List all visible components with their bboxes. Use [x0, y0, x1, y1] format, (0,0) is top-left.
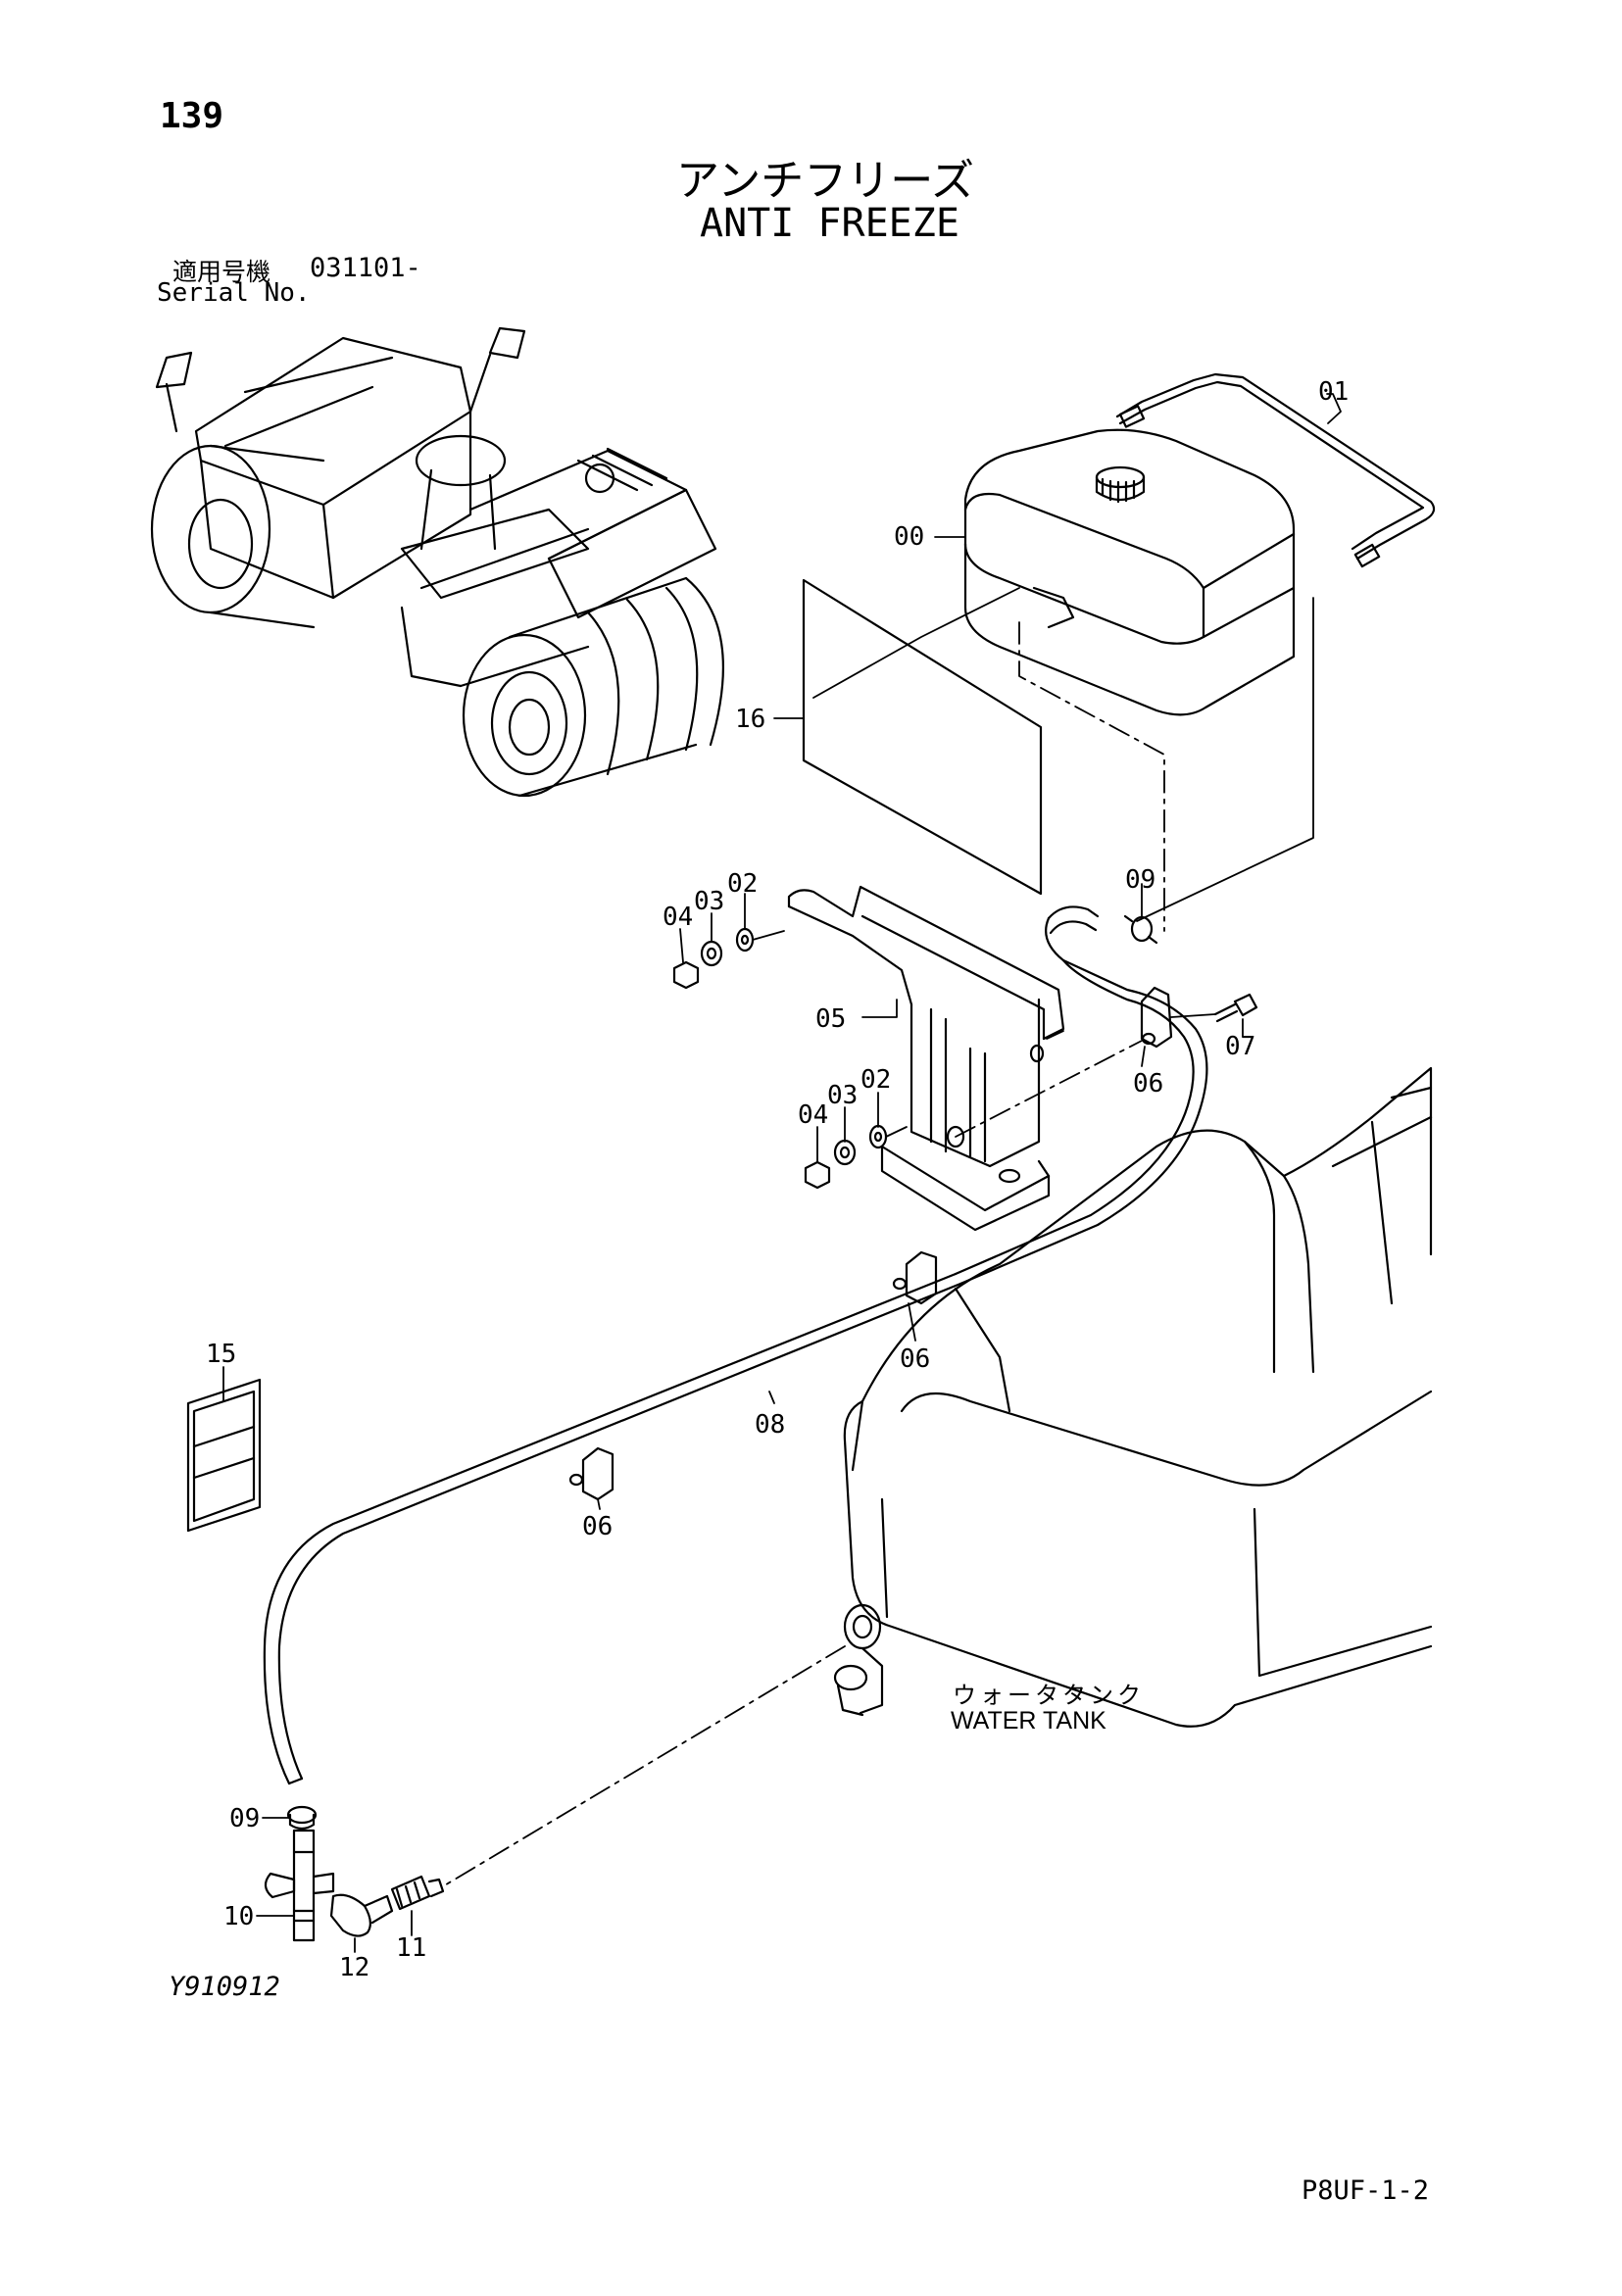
- callout-16: 16: [735, 705, 765, 734]
- callout-01: 01: [1318, 377, 1349, 407]
- callout-10: 10: [223, 1902, 254, 1931]
- callout-02: 02: [860, 1065, 891, 1095]
- callout-03: 03: [827, 1081, 858, 1110]
- washer: [735, 927, 755, 953]
- serial-label-japanese: 適用号機: [172, 258, 271, 286]
- leader-lines: [222, 393, 1342, 1953]
- callout-15: 15: [206, 1340, 236, 1369]
- water-tank-illustration: [833, 1066, 1433, 1728]
- callout-11: 11: [396, 1933, 426, 1963]
- nut: [672, 960, 700, 990]
- callout-02: 02: [727, 869, 758, 899]
- antifreeze-tank: [963, 428, 1296, 716]
- callout-12: 12: [339, 1953, 369, 1982]
- drain-cock: [264, 1829, 335, 1942]
- title-japanese: アンチフリーズ: [676, 156, 975, 206]
- hose-clamp: [892, 1250, 938, 1305]
- machine-overview-illustration: [150, 326, 724, 798]
- callout-00: 00: [894, 522, 924, 552]
- nut: [804, 1160, 831, 1190]
- elbow: [329, 1893, 394, 1937]
- assembly-lines: [442, 587, 1314, 1887]
- level-pipe: [1115, 372, 1436, 568]
- caution-plate: [802, 578, 1043, 896]
- callout-05: 05: [815, 1004, 846, 1034]
- lock-nut: [833, 1139, 857, 1166]
- callout-09: 09: [1125, 865, 1155, 895]
- antifreeze-hose: [263, 905, 1208, 1785]
- hose-clamp: [1140, 986, 1173, 1049]
- callout-08: 08: [755, 1410, 785, 1440]
- serial-number: 031101-: [310, 253, 421, 283]
- page-code: P8UF-1-2: [1302, 2175, 1430, 2206]
- callout-03: 03: [694, 887, 724, 916]
- callout-labels: 01 00 16 02 03 04 09 05 07 02 03 04 06 0…: [206, 377, 1349, 1982]
- decal-plate: [186, 1378, 262, 1533]
- hose-clamp: [568, 1446, 614, 1501]
- callout-07: 07: [1225, 1032, 1255, 1061]
- page-number: 139: [160, 96, 224, 136]
- callout-04: 04: [798, 1100, 828, 1130]
- lock-nut: [700, 940, 723, 967]
- title-english: ANTI FREEZE: [700, 201, 959, 246]
- callout-06: 06: [582, 1512, 613, 1541]
- diagram-code: Y910912: [169, 1972, 280, 2002]
- bolt: [1213, 993, 1258, 1023]
- washer: [868, 1124, 888, 1149]
- water-tank-label-japanese: ウォータタンク: [953, 1682, 1145, 1709]
- connector: [390, 1875, 445, 1911]
- callout-06: 06: [900, 1344, 930, 1374]
- water-tank-label-english: WATER TANK: [951, 1707, 1106, 1734]
- callout-04: 04: [663, 903, 693, 932]
- serial-label-english: Serial No.: [157, 278, 311, 308]
- callout-06: 06: [1133, 1069, 1163, 1099]
- hose-band: [1123, 914, 1158, 945]
- callout-09: 09: [229, 1804, 260, 1833]
- hose-band: [286, 1805, 318, 1831]
